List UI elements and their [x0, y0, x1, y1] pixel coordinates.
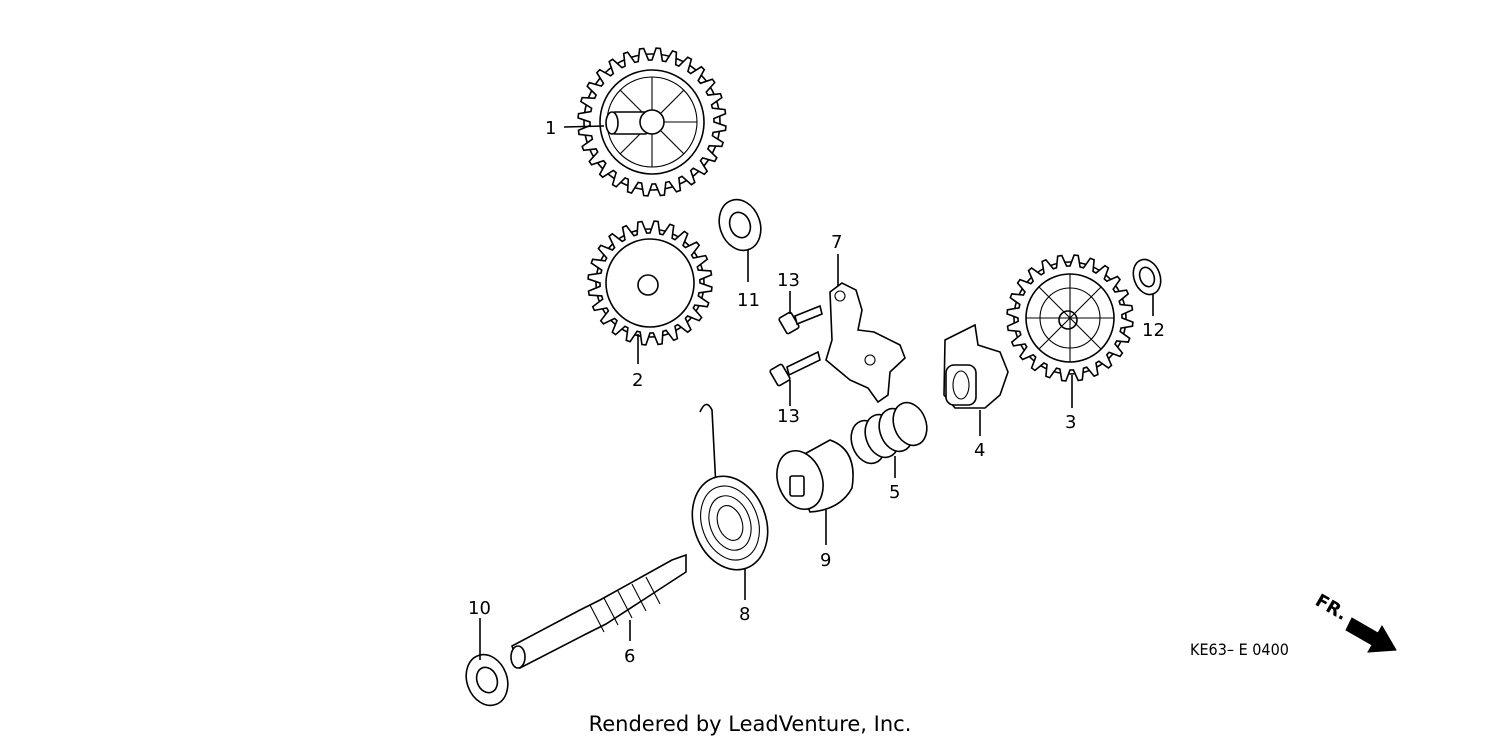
part-6-kick-shaft[interactable] — [510, 553, 687, 670]
front-arrow-icon — [1345, 617, 1397, 653]
callout-8: 8 — [739, 604, 750, 625]
callout-7: 7 — [831, 232, 842, 253]
front-marker-label: FR. — [1312, 590, 1351, 625]
callout-10: 10 — [468, 598, 491, 619]
callout-5: 5 — [889, 482, 900, 503]
callout-3: 3 — [1065, 412, 1076, 433]
part-2-gear[interactable] — [587, 220, 713, 346]
part-10-washer[interactable] — [459, 649, 514, 712]
part-12-washer[interactable] — [1129, 256, 1166, 299]
footer-credit: Rendered by LeadVenture, Inc. — [588, 712, 912, 736]
part-1-gear-with-shaft[interactable] — [577, 47, 727, 197]
callout-1: 1 — [545, 118, 556, 139]
part-3-gear[interactable] — [1006, 254, 1134, 382]
callout-13-upper: 13 — [777, 270, 800, 291]
part-8-return-spring[interactable] — [680, 403, 780, 580]
part-9-collar[interactable] — [769, 439, 854, 516]
callout-11: 11 — [737, 290, 760, 311]
callout-6: 6 — [624, 646, 635, 667]
part-5-spring[interactable] — [845, 398, 932, 468]
callout-13-lower: 13 — [777, 406, 800, 427]
diagram-code: KE63– E 0400 — [1190, 640, 1289, 659]
part-4-ratchet[interactable] — [943, 323, 1009, 409]
part-13-bolt-upper[interactable] — [778, 304, 823, 335]
part-7-bracket[interactable] — [825, 282, 906, 404]
part-11-washer[interactable] — [712, 194, 767, 257]
callout-9: 9 — [820, 550, 831, 571]
leader-lines — [479, 125, 1154, 660]
front-direction-marker: FR. — [1312, 590, 1397, 653]
callout-12: 12 — [1142, 320, 1165, 341]
callout-2: 2 — [632, 370, 643, 391]
callout-4: 4 — [974, 440, 985, 461]
part-13-bolt-lower[interactable] — [769, 350, 821, 387]
